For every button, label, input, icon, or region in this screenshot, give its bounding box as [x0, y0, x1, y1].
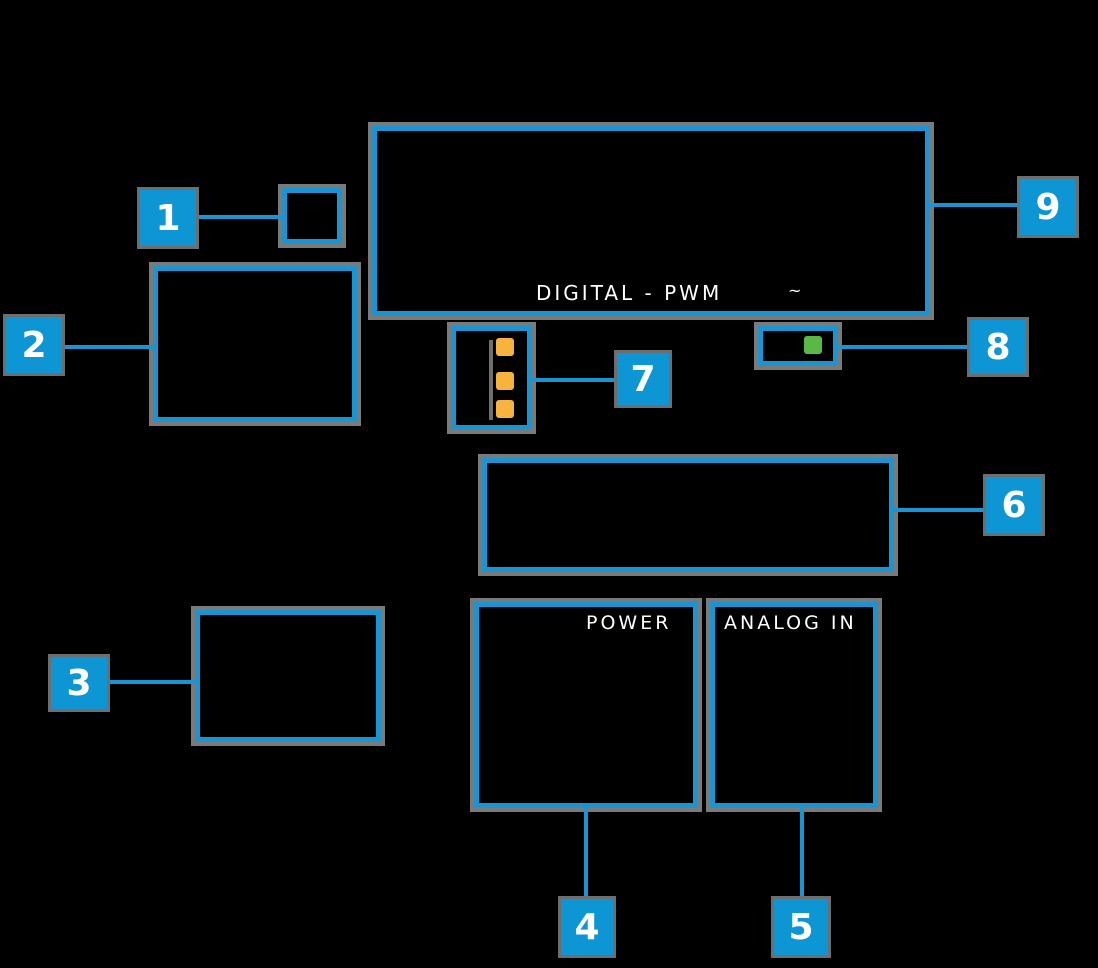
power-label: POWER: [578, 612, 680, 634]
component-6-frame: [482, 458, 894, 572]
badge-8: 8: [967, 317, 1029, 377]
digital-pwm-header-frame: [372, 126, 930, 316]
connector-6: [894, 508, 986, 512]
power-header-frame: [474, 602, 698, 808]
badge-1: 1: [137, 187, 199, 249]
pwm-tilde-label: ~: [780, 281, 810, 300]
badge-3: 3: [48, 654, 110, 712]
connector-9: [930, 203, 1020, 207]
badge-2: 2: [3, 314, 65, 376]
digital-pwm-label: DIGITAL - PWM: [528, 281, 731, 305]
led-green: [804, 336, 822, 354]
analog-in-label: ANALOG IN: [716, 612, 865, 634]
led-column-frame: [451, 326, 532, 430]
connector-4: [584, 808, 588, 900]
component-2-frame: [153, 266, 357, 422]
green-led-frame: [758, 326, 838, 366]
connector-8: [838, 345, 970, 349]
badge-7: 7: [614, 350, 672, 408]
connector-3: [108, 680, 195, 684]
component-1-frame: [282, 188, 342, 244]
badge-9: 9: [1017, 176, 1079, 238]
led-orange-3: [496, 400, 514, 418]
connector-5: [800, 808, 804, 900]
analog-in-header-frame: [710, 602, 878, 808]
connector-2: [60, 345, 153, 349]
badge-6: 6: [983, 474, 1045, 536]
connector-1: [196, 215, 282, 219]
connector-7: [532, 378, 618, 382]
led-orange-2: [496, 372, 514, 390]
component-3-frame: [195, 610, 381, 742]
badge-5: 5: [771, 896, 831, 958]
badge-4: 4: [558, 896, 616, 958]
led-pin-strip: [489, 340, 493, 420]
led-orange-1: [496, 338, 514, 356]
